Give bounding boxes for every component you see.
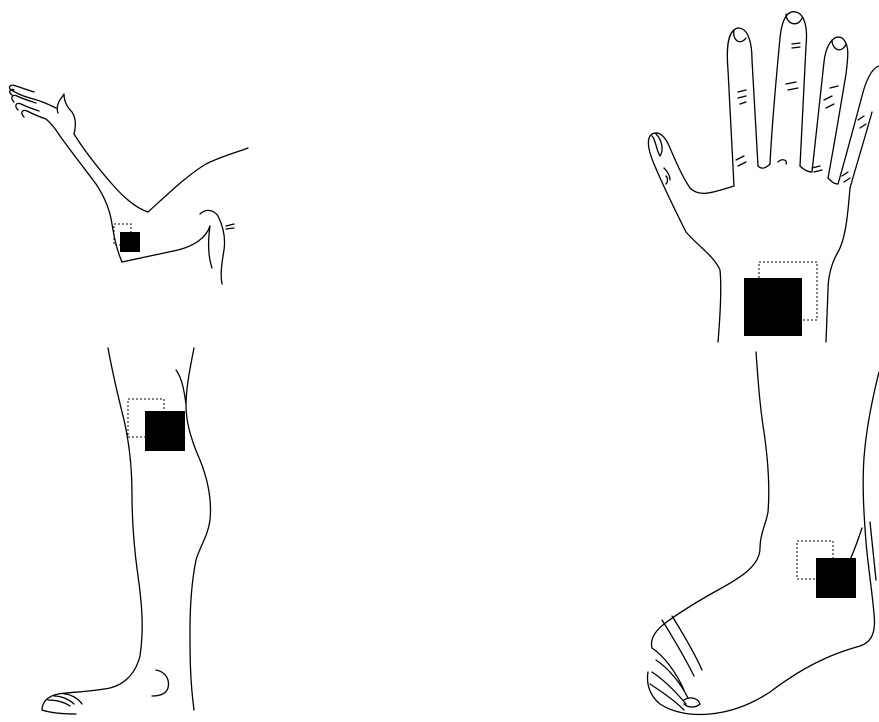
foot-back-outline	[822, 372, 879, 660]
hand-middle-outline	[770, 12, 807, 166]
foot-pad	[816, 558, 856, 598]
leg-pad	[145, 411, 185, 451]
arm-panel	[9, 85, 248, 284]
hand-pad	[744, 278, 802, 336]
foot-shin-outline	[652, 352, 769, 648]
arm-nipple-mark	[226, 224, 234, 229]
leg-foot-outline	[42, 694, 82, 714]
arm-pad	[120, 232, 140, 252]
hand-panel	[648, 12, 879, 342]
foot-sole-outline	[648, 660, 823, 715]
foot-achilles	[870, 522, 876, 580]
leg-front-outline	[42, 348, 142, 710]
arm-hand-outline	[9, 85, 75, 136]
leg-knee-crease	[176, 370, 186, 404]
leg-panel	[42, 348, 211, 714]
hand-knuckle-marks	[664, 43, 866, 184]
leg-ankle-bone	[152, 670, 169, 696]
hand-thumb-outline	[648, 133, 690, 232]
arm-upper-outline	[122, 148, 248, 262]
leg-back-outline	[186, 348, 211, 710]
hand-ring-outline	[812, 37, 848, 178]
foot-toenail	[684, 698, 700, 707]
hand-index-outline	[727, 28, 758, 186]
hand-middle-nail	[786, 14, 802, 24]
hand-thumbnail	[652, 134, 662, 156]
foot-panel	[648, 352, 879, 715]
arm-torso-outline	[200, 210, 225, 284]
hand-ring-nail	[832, 40, 846, 50]
hand-index-nail	[734, 30, 746, 42]
